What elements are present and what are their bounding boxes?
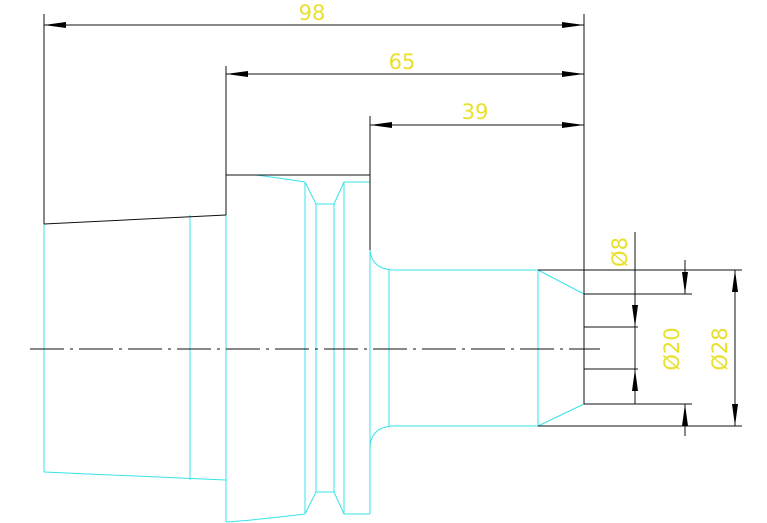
- arrow-98-right: [562, 22, 584, 28]
- dim-text-dia28: Ø28: [708, 327, 732, 370]
- groove-right-slope-bottom: [333, 491, 345, 515]
- arrow-dia8-bottom: [632, 369, 638, 391]
- arrow-39-left: [370, 122, 392, 128]
- arrowheads: [44, 22, 738, 426]
- dim-text-39: 39: [462, 100, 489, 124]
- dim-text-65: 65: [389, 50, 416, 74]
- extension-lines: [43, 14, 742, 427]
- groove-left-slope-bottom: [304, 491, 317, 515]
- arrow-65-left: [226, 71, 248, 77]
- flange-top-curve: [226, 174, 306, 183]
- flange-bottom-curve: [225, 513, 306, 523]
- arrow-65-right: [562, 71, 584, 77]
- bore-chamfer-bottom: [537, 403, 585, 427]
- shank-fillet-bottom: [369, 425, 396, 447]
- shank-fillet-top: [369, 249, 396, 271]
- dim-text-98: 98: [299, 1, 326, 25]
- dim-text-dia8: Ø8: [608, 237, 632, 267]
- arrow-dia28-bottom: [732, 404, 738, 426]
- arrow-dia8-top: [632, 305, 638, 327]
- part-dark-edges: [30, 174, 600, 404]
- arrow-98-left: [44, 22, 66, 28]
- body-bottom-taper: [43, 471, 227, 481]
- bore-chamfer-top: [537, 269, 585, 295]
- body-top-taper: [43, 214, 227, 225]
- groove-right-slope-top: [333, 181, 345, 205]
- groove-left-slope-top: [304, 181, 317, 205]
- arrow-dia28-top: [732, 270, 738, 292]
- arrow-dia20-top: [682, 272, 688, 294]
- arrow-dia20-bottom: [682, 404, 688, 426]
- arrow-39-right: [562, 122, 584, 128]
- dimension-texts: 98 65 39 Ø8 Ø20 Ø28: [299, 1, 732, 371]
- dim-text-dia20: Ø20: [660, 327, 684, 370]
